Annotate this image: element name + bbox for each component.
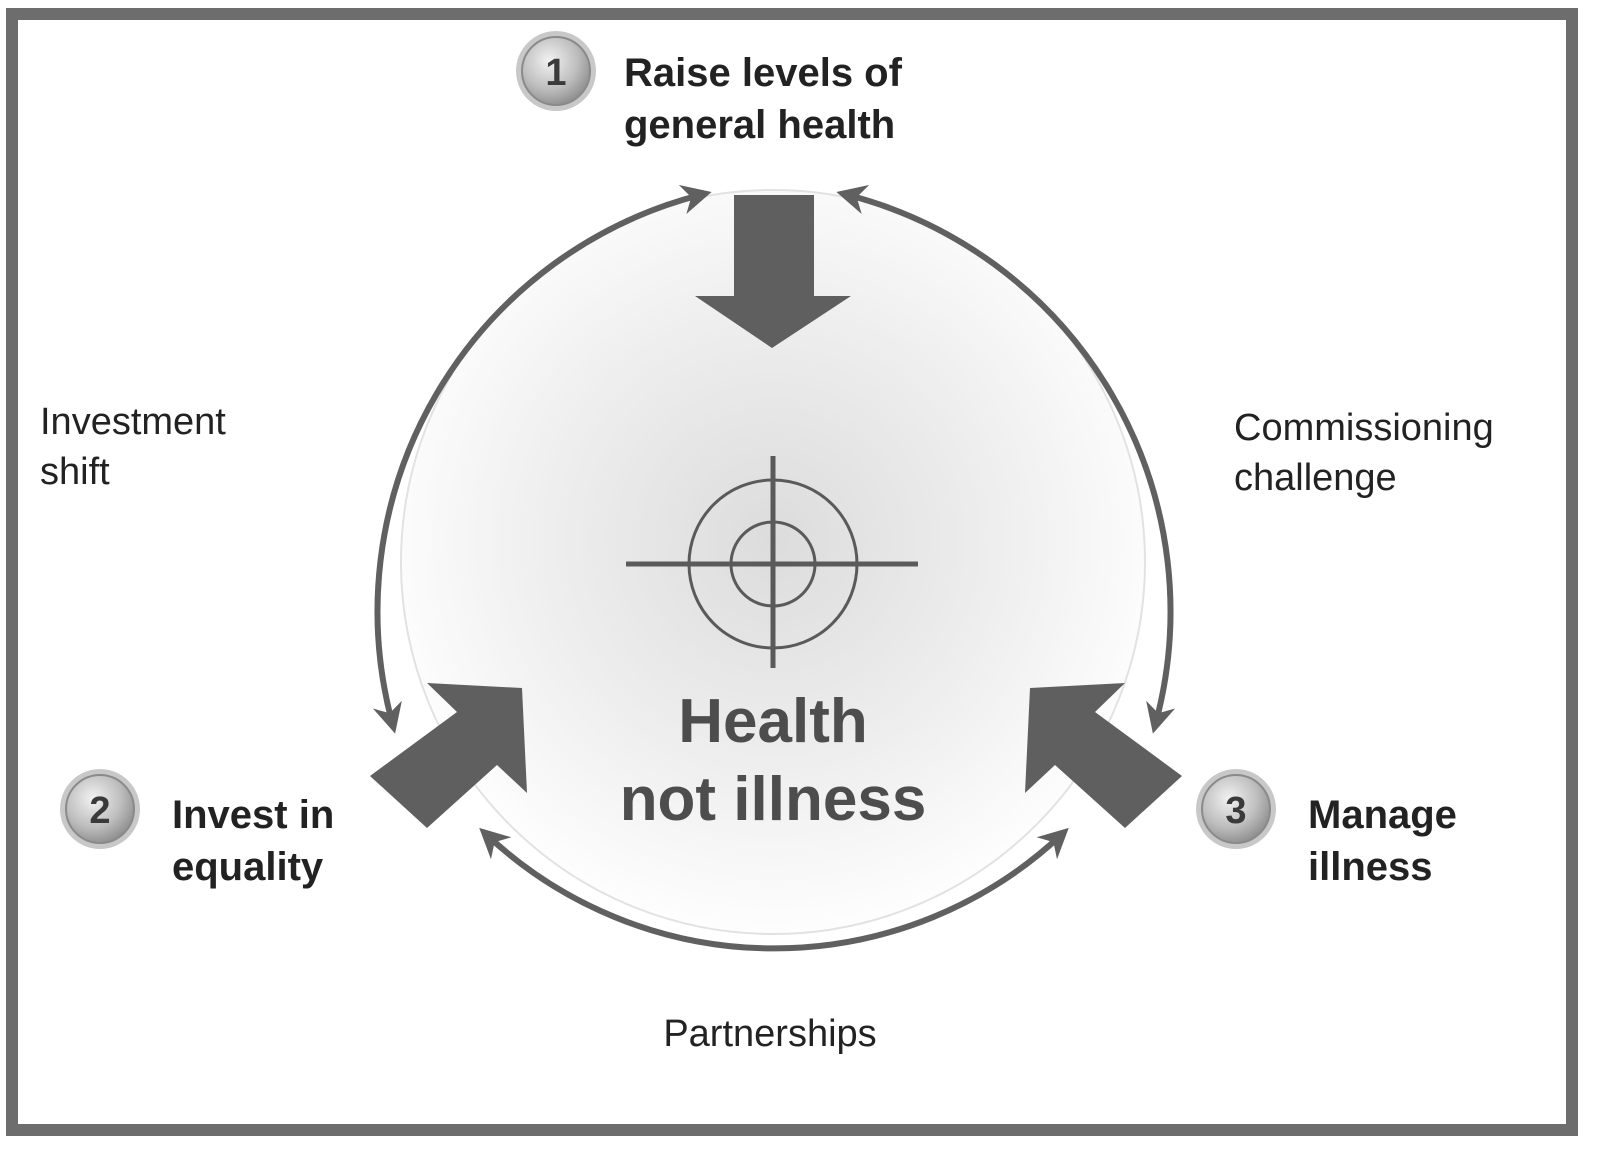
cycle-arc-bottom xyxy=(479,827,1069,952)
inward-arrow-top xyxy=(695,195,851,348)
center-title-line1: Health xyxy=(678,687,867,756)
cycle-label-left-line1: Investment xyxy=(40,401,226,443)
cycle-label-left-line2: shift xyxy=(40,451,110,493)
step-3-badge: 3 xyxy=(1196,769,1276,849)
cycle-arc-right xyxy=(836,184,1176,734)
step-2-number: 2 xyxy=(89,790,110,832)
step-1-label-line2: general health xyxy=(624,103,895,147)
cycle-label-right-line1: Commissioning xyxy=(1234,407,1494,449)
step-1-label-line1: Raise levels of xyxy=(624,51,903,95)
step-2-label-line1: Invest in xyxy=(172,793,334,837)
target-crosshair-icon xyxy=(626,456,918,668)
inward-arrow-left xyxy=(370,683,527,828)
cycle-label-bottom: Partnerships xyxy=(663,1013,876,1055)
step-3-number: 3 xyxy=(1225,790,1246,832)
step-3-label-line2: illness xyxy=(1308,845,1433,889)
step-1-badge: 1 xyxy=(516,31,596,111)
step-1-number: 1 xyxy=(545,52,566,94)
step-3-label-line1: Manage xyxy=(1308,793,1457,837)
cycle-arc-left xyxy=(372,184,712,734)
center-title-line2: not illness xyxy=(620,765,927,834)
step-2-badge: 2 xyxy=(60,769,140,849)
inward-arrow-right xyxy=(1025,683,1182,828)
cycle-label-right-line2: challenge xyxy=(1234,457,1397,499)
step-2-label-line2: equality xyxy=(172,845,324,889)
